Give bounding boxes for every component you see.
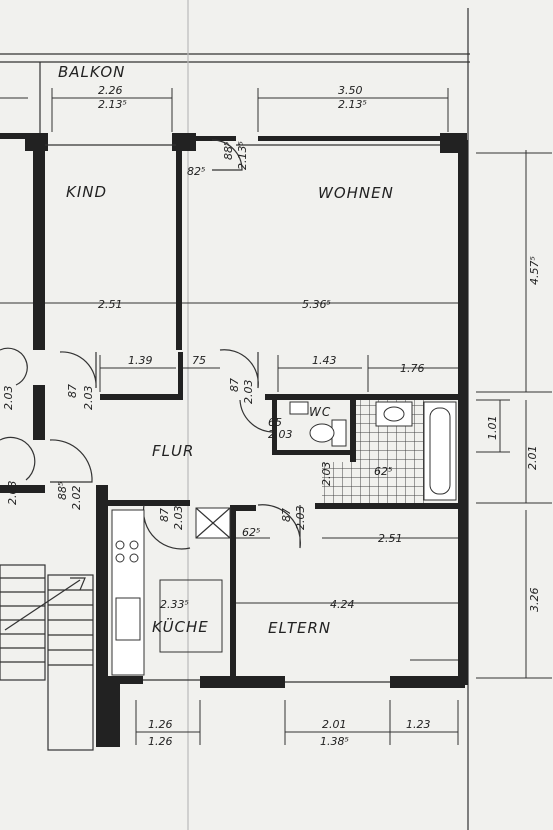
dim-eltern-203: 2.03: [294, 506, 307, 531]
dim-door-203b: 2.03: [242, 380, 255, 405]
room-label-kueche: KÜCHE: [152, 617, 209, 636]
dim-bath-203: 2.03: [320, 462, 333, 487]
dim-eltern-424: 4.24: [330, 598, 355, 611]
door-swings: [0, 139, 301, 550]
dim-balkon-r1: 3.50: [338, 84, 363, 97]
dim-flur-885: 88⁵: [56, 482, 69, 500]
dim-wc-65: 65: [268, 416, 282, 429]
kitchen-counter: [111, 509, 145, 676]
dim-door-203c: 2.03: [2, 386, 15, 411]
dim-eltern-251: 2.51: [378, 532, 403, 545]
dim-door-213: 2.13⁵: [236, 141, 249, 170]
dim-balkon-w1: 2.26: [98, 84, 123, 97]
dim-flur-202: 2.02: [70, 486, 83, 511]
room-label-balkon: BALKON: [58, 63, 125, 81]
dim-door-87b: 87: [228, 378, 241, 392]
dim-seg-143: 1.43: [312, 354, 337, 367]
walls: [0, 133, 468, 747]
fixtures: [111, 400, 457, 676]
dim-bottom-201: 2.01: [322, 718, 347, 731]
stairwell: [0, 564, 94, 751]
dim-door-82: 82⁵: [187, 165, 205, 178]
dim-balkon-w2: 2.13⁵: [98, 98, 127, 111]
dim-right-457: 4.57⁵: [528, 256, 541, 285]
room-label-flur: FLUR: [152, 442, 194, 460]
dim-kueche-203: 2.03: [172, 506, 185, 531]
dim-door-88: 88⁵: [222, 142, 235, 160]
dim-bottom-126: 1.26: [148, 718, 173, 731]
dim-bath-062: 62⁵: [374, 465, 392, 478]
dim-seg-75: 75: [192, 354, 206, 367]
room-label-wohnen: WOHNEN: [318, 184, 394, 202]
toilet-icon: [309, 423, 335, 443]
dim-bottom-1385: 1.38⁵: [320, 735, 349, 748]
dim-kueche-87: 87: [158, 508, 171, 522]
dim-door-203a: 2.03: [82, 386, 95, 411]
dim-seg-176: 1.76: [400, 362, 425, 375]
dim-balkon-r2: 2.13⁵: [338, 98, 367, 111]
dim-bottom-126b: 1.26: [148, 735, 173, 748]
dimension-lines: [0, 88, 552, 745]
dim-wc-203: 2.03: [268, 428, 293, 441]
room-label-eltern: ELTERN: [268, 619, 331, 637]
dim-door-87a: 87: [66, 384, 79, 398]
dim-seg-139: 1.39: [128, 354, 153, 367]
dim-kueche-2335: 2.33⁵: [160, 598, 189, 611]
dimension-labels: 2.26 2.13⁵ 3.50 2.13⁵ 82⁵ 88⁵ 2.13⁵ 2.51…: [2, 84, 541, 748]
dim-flur-203: 2.03: [6, 481, 19, 506]
room-label-kind: KIND: [66, 183, 107, 201]
stove-icon: [115, 540, 125, 550]
dim-bottom-123: 1.23: [406, 718, 431, 731]
dim-eltern-625: 62⁵: [242, 526, 260, 539]
dim-wohnen-width: 5.36⁵: [302, 298, 331, 311]
room-label-wc: WC: [309, 405, 331, 419]
dim-eltern-87: 87: [280, 508, 293, 522]
kitchen-sink-icon: [115, 597, 141, 641]
dim-right-101: 1.01: [486, 416, 499, 441]
dim-right-201: 2.01: [526, 446, 539, 471]
dim-kind-width: 2.51: [98, 298, 123, 311]
dim-right-326: 3.26: [528, 588, 541, 613]
